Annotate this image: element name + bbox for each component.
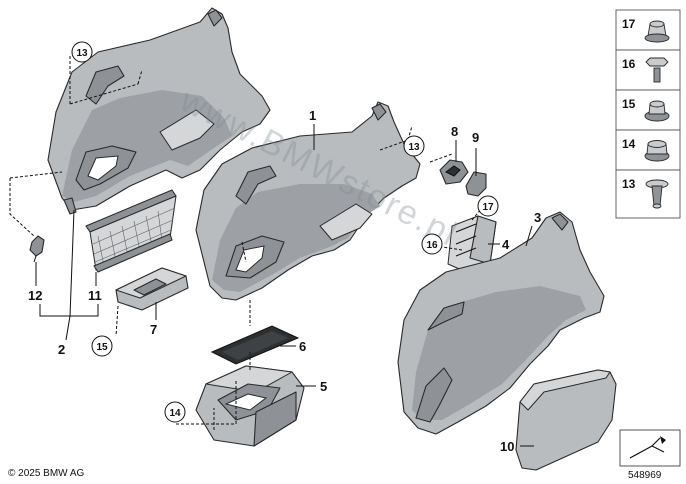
side-cover <box>515 369 617 471</box>
callout-9: 9 <box>472 130 479 145</box>
callout-4: 4 <box>502 237 510 252</box>
circled-ref-15: 15 <box>91 335 113 357</box>
circled-ref-13-right: 13 <box>403 135 425 157</box>
assembly-lines <box>9 56 483 430</box>
retainer-clip <box>465 171 487 197</box>
callout-5: 5 <box>320 379 327 394</box>
flange-nut-icon <box>644 100 670 122</box>
palette-item-17: 17 <box>615 9 681 51</box>
diagram-number: 548969 <box>628 470 662 481</box>
palette-item-16: 16 <box>615 49 681 91</box>
callout-1: 1 <box>309 108 316 123</box>
expanding-rivet-icon <box>645 179 669 209</box>
svg-text:16: 16 <box>622 57 636 71</box>
circled-ref-17: 17 <box>477 195 499 217</box>
storage-tray-cover <box>115 267 189 311</box>
circled-ref-16: 16 <box>421 233 443 255</box>
palette-item-13: 13 <box>615 169 681 219</box>
left-side-trim-panel <box>47 7 271 215</box>
svg-text:14: 14 <box>169 408 181 419</box>
circled-ref-14: 14 <box>164 401 186 423</box>
fastener-palette: 17 16 15 14 <box>615 9 681 219</box>
right-side-trim-panel <box>195 101 421 301</box>
module-bracket <box>447 215 497 273</box>
callout-2: 2 <box>58 342 65 357</box>
callout-7: 7 <box>150 322 157 337</box>
callout-10: 10 <box>500 439 514 454</box>
callout-3: 3 <box>534 210 541 225</box>
palette-item-15: 15 <box>615 89 681 131</box>
callout-12: 12 <box>28 288 42 303</box>
svg-text:13: 13 <box>408 142 420 153</box>
circled-references: 13 13 14 15 16 17 <box>71 41 499 423</box>
circled-ref-13-left: 13 <box>71 41 93 63</box>
copyright-text: © 2025 BMW AG <box>8 468 85 479</box>
mount-bracket <box>439 159 469 185</box>
callout-labels: 1 2 3 4 5 6 7 8 9 10 11 12 <box>28 108 541 454</box>
floor-mat <box>210 325 300 365</box>
callout-8: 8 <box>451 124 458 139</box>
storage-bin <box>195 365 305 447</box>
luggage-net <box>85 189 177 273</box>
svg-text:13: 13 <box>622 177 636 191</box>
svg-text:16: 16 <box>426 240 438 251</box>
svg-text:13: 13 <box>76 48 88 59</box>
svg-text:15: 15 <box>622 97 636 111</box>
callout-6: 6 <box>299 339 306 354</box>
net-hook <box>29 235 45 263</box>
collar-nut-icon <box>644 20 670 43</box>
callout-11: 11 <box>88 288 102 303</box>
leader-lines <box>35 124 534 447</box>
rear-side-trim-panel <box>397 211 605 435</box>
svg-text:17: 17 <box>622 17 636 31</box>
hex-bolt-icon <box>645 57 669 83</box>
palette-item-14: 14 <box>615 129 681 171</box>
orientation-reference <box>619 429 681 467</box>
hex-nut-icon <box>644 140 670 162</box>
svg-text:17: 17 <box>482 202 494 213</box>
svg-text:15: 15 <box>96 342 108 353</box>
svg-text:14: 14 <box>622 137 636 151</box>
